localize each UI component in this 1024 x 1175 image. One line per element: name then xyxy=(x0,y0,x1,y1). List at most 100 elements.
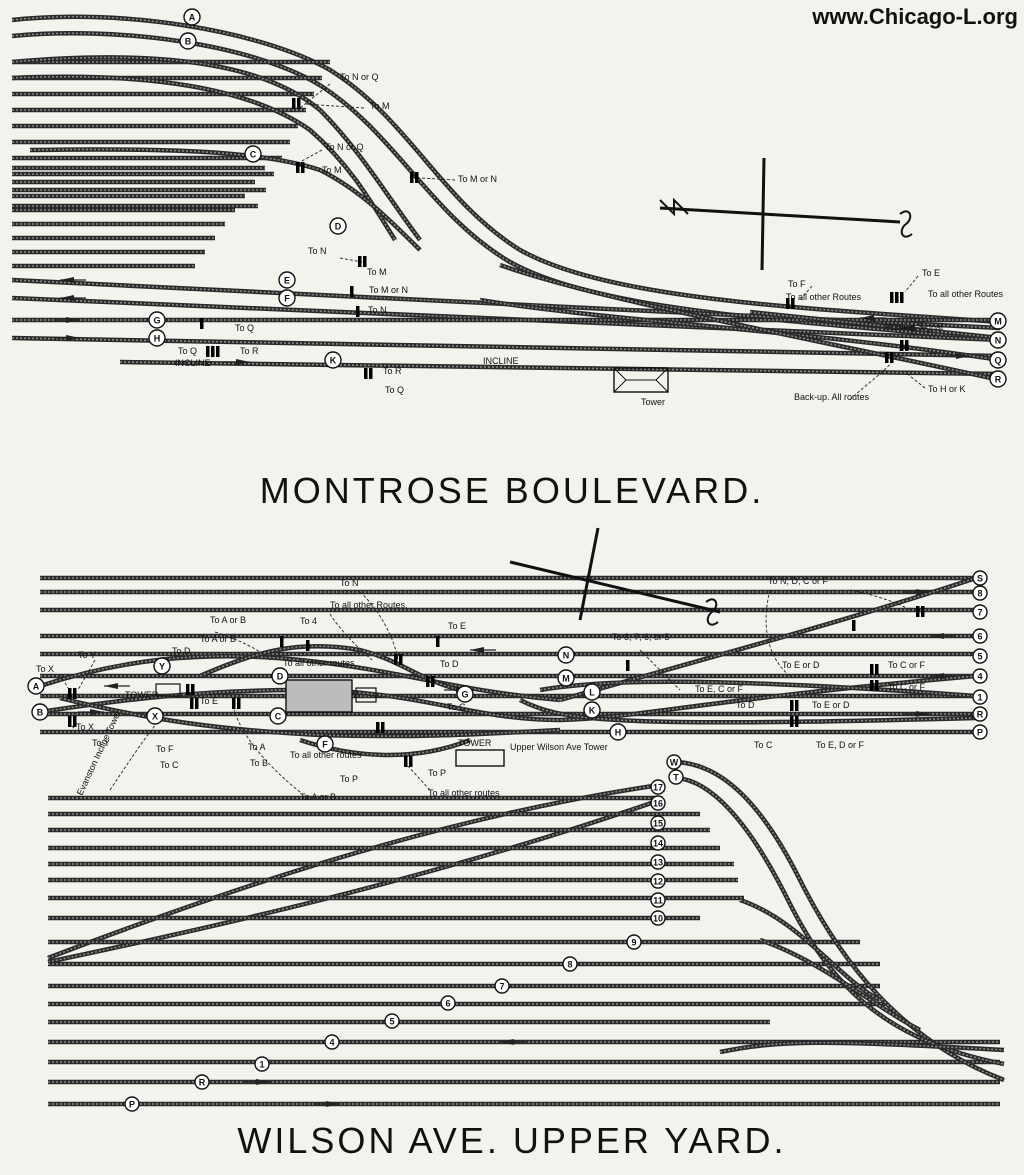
route-label: To E or D xyxy=(782,660,820,670)
route-label: Evanston Incline Tower. xyxy=(75,707,124,797)
track-id-label: L xyxy=(589,688,595,698)
track-center xyxy=(719,1041,1005,1053)
track-center xyxy=(47,784,661,959)
track-id-circle xyxy=(583,701,601,719)
signal-icon xyxy=(790,716,794,727)
compass-n-glyph xyxy=(659,197,689,217)
route-label: To Q xyxy=(178,346,197,356)
route-label: To P xyxy=(428,768,446,778)
signal-icon xyxy=(358,256,362,267)
signal-icon xyxy=(200,318,204,329)
signal-icon xyxy=(186,684,190,695)
track-center xyxy=(479,299,1001,361)
route-label: INCLINE xyxy=(483,356,519,366)
leader-line xyxy=(77,659,96,691)
title-montrose: MONTROSE BOULEVARD. xyxy=(259,470,765,511)
leader-line xyxy=(214,631,271,661)
track-id-circle xyxy=(650,873,666,889)
track-id-circle xyxy=(583,683,601,701)
signal-icon xyxy=(232,698,236,709)
track-id-circle xyxy=(650,854,666,870)
track-id-label: 7 xyxy=(977,608,982,618)
signal-icon xyxy=(852,620,856,631)
route-label: To N or Q xyxy=(340,72,379,82)
track-id-circle xyxy=(972,689,988,705)
track-center xyxy=(29,148,421,251)
track-id-label: 8 xyxy=(567,960,572,970)
route-label: To all other routes xyxy=(428,788,500,798)
signal-icon xyxy=(790,700,794,711)
station-building-icon xyxy=(285,679,353,713)
signal-icon xyxy=(306,640,310,651)
track-id-label: K xyxy=(589,706,596,716)
compass-ew-line xyxy=(659,206,901,224)
track-id-label: W xyxy=(670,758,679,768)
track-id-circle xyxy=(329,217,347,235)
track-id-label: N xyxy=(995,336,1002,346)
track-id-label: 4 xyxy=(329,1038,334,1048)
track-w xyxy=(675,759,1005,1083)
track-id-circle xyxy=(666,754,682,770)
route-label: INCLINE xyxy=(175,358,211,368)
signal-icon xyxy=(216,346,220,357)
route-label: Tower xyxy=(641,397,665,407)
route-label: To X xyxy=(76,722,94,732)
signal-icon xyxy=(875,680,879,691)
route-label: To M or N xyxy=(458,174,497,184)
track-id-label: 4 xyxy=(977,672,982,682)
track-fan-top xyxy=(47,782,661,961)
route-label: To E, C or F xyxy=(695,684,744,694)
track-id-label: R xyxy=(977,710,984,720)
compass-s-glyph-2 xyxy=(705,598,719,626)
route-label: To D xyxy=(736,700,755,710)
compass-layer xyxy=(509,157,913,626)
track-id-label: 6 xyxy=(445,999,450,1009)
route-label: TOWER xyxy=(458,738,492,748)
track-id-circle xyxy=(972,585,988,601)
track-id-circle xyxy=(324,351,342,369)
track-id-label: K xyxy=(330,356,337,366)
track-id-circle xyxy=(316,735,334,753)
track xyxy=(29,147,422,252)
track-center xyxy=(675,761,1005,1081)
route-label: TOWER xyxy=(125,690,159,700)
small-tower-icon xyxy=(355,687,377,703)
track-id-circle xyxy=(972,648,988,664)
track-id-circle xyxy=(972,628,988,644)
track-id-circle xyxy=(183,8,201,26)
signal-icon xyxy=(68,688,72,699)
track-center xyxy=(119,361,1001,375)
track-id-circle xyxy=(650,815,666,831)
route-label: To A xyxy=(248,742,266,752)
track-id-circle xyxy=(650,835,666,851)
route-label: To N, D, C or F xyxy=(768,576,829,586)
signals-layer xyxy=(68,98,925,767)
track-id-circle xyxy=(440,995,456,1011)
track-id-label: B xyxy=(37,708,44,718)
track-id-label: N xyxy=(563,651,570,661)
track-id-circle xyxy=(989,370,1007,388)
route-label: Holding Signal xyxy=(885,322,943,332)
track-id-label: 14 xyxy=(653,839,663,849)
track-id-label: 6 xyxy=(977,632,982,642)
track-id-label: G xyxy=(153,316,160,326)
signal-icon xyxy=(409,756,413,767)
track-id-label: T xyxy=(673,773,679,783)
track-id-label: D xyxy=(335,222,342,232)
route-label: To all other routes xyxy=(283,658,355,668)
signal-icon xyxy=(921,606,925,617)
compass-ns-line-2 xyxy=(578,527,600,621)
route-label: To C xyxy=(754,740,773,750)
compass-ew-line-2 xyxy=(509,560,721,614)
tracks-layer xyxy=(11,14,1005,1107)
track-id-label: P xyxy=(977,728,983,738)
track-id-label: 10 xyxy=(653,914,663,924)
compass-ns-line xyxy=(760,157,766,271)
track-id-label: H xyxy=(154,334,161,344)
track-id-label: 11 xyxy=(653,896,663,906)
signal-icon xyxy=(795,700,799,711)
track-center xyxy=(559,577,977,701)
track-id-label: R xyxy=(199,1078,206,1088)
leaders-layer xyxy=(59,83,926,793)
track-center xyxy=(11,337,1001,357)
